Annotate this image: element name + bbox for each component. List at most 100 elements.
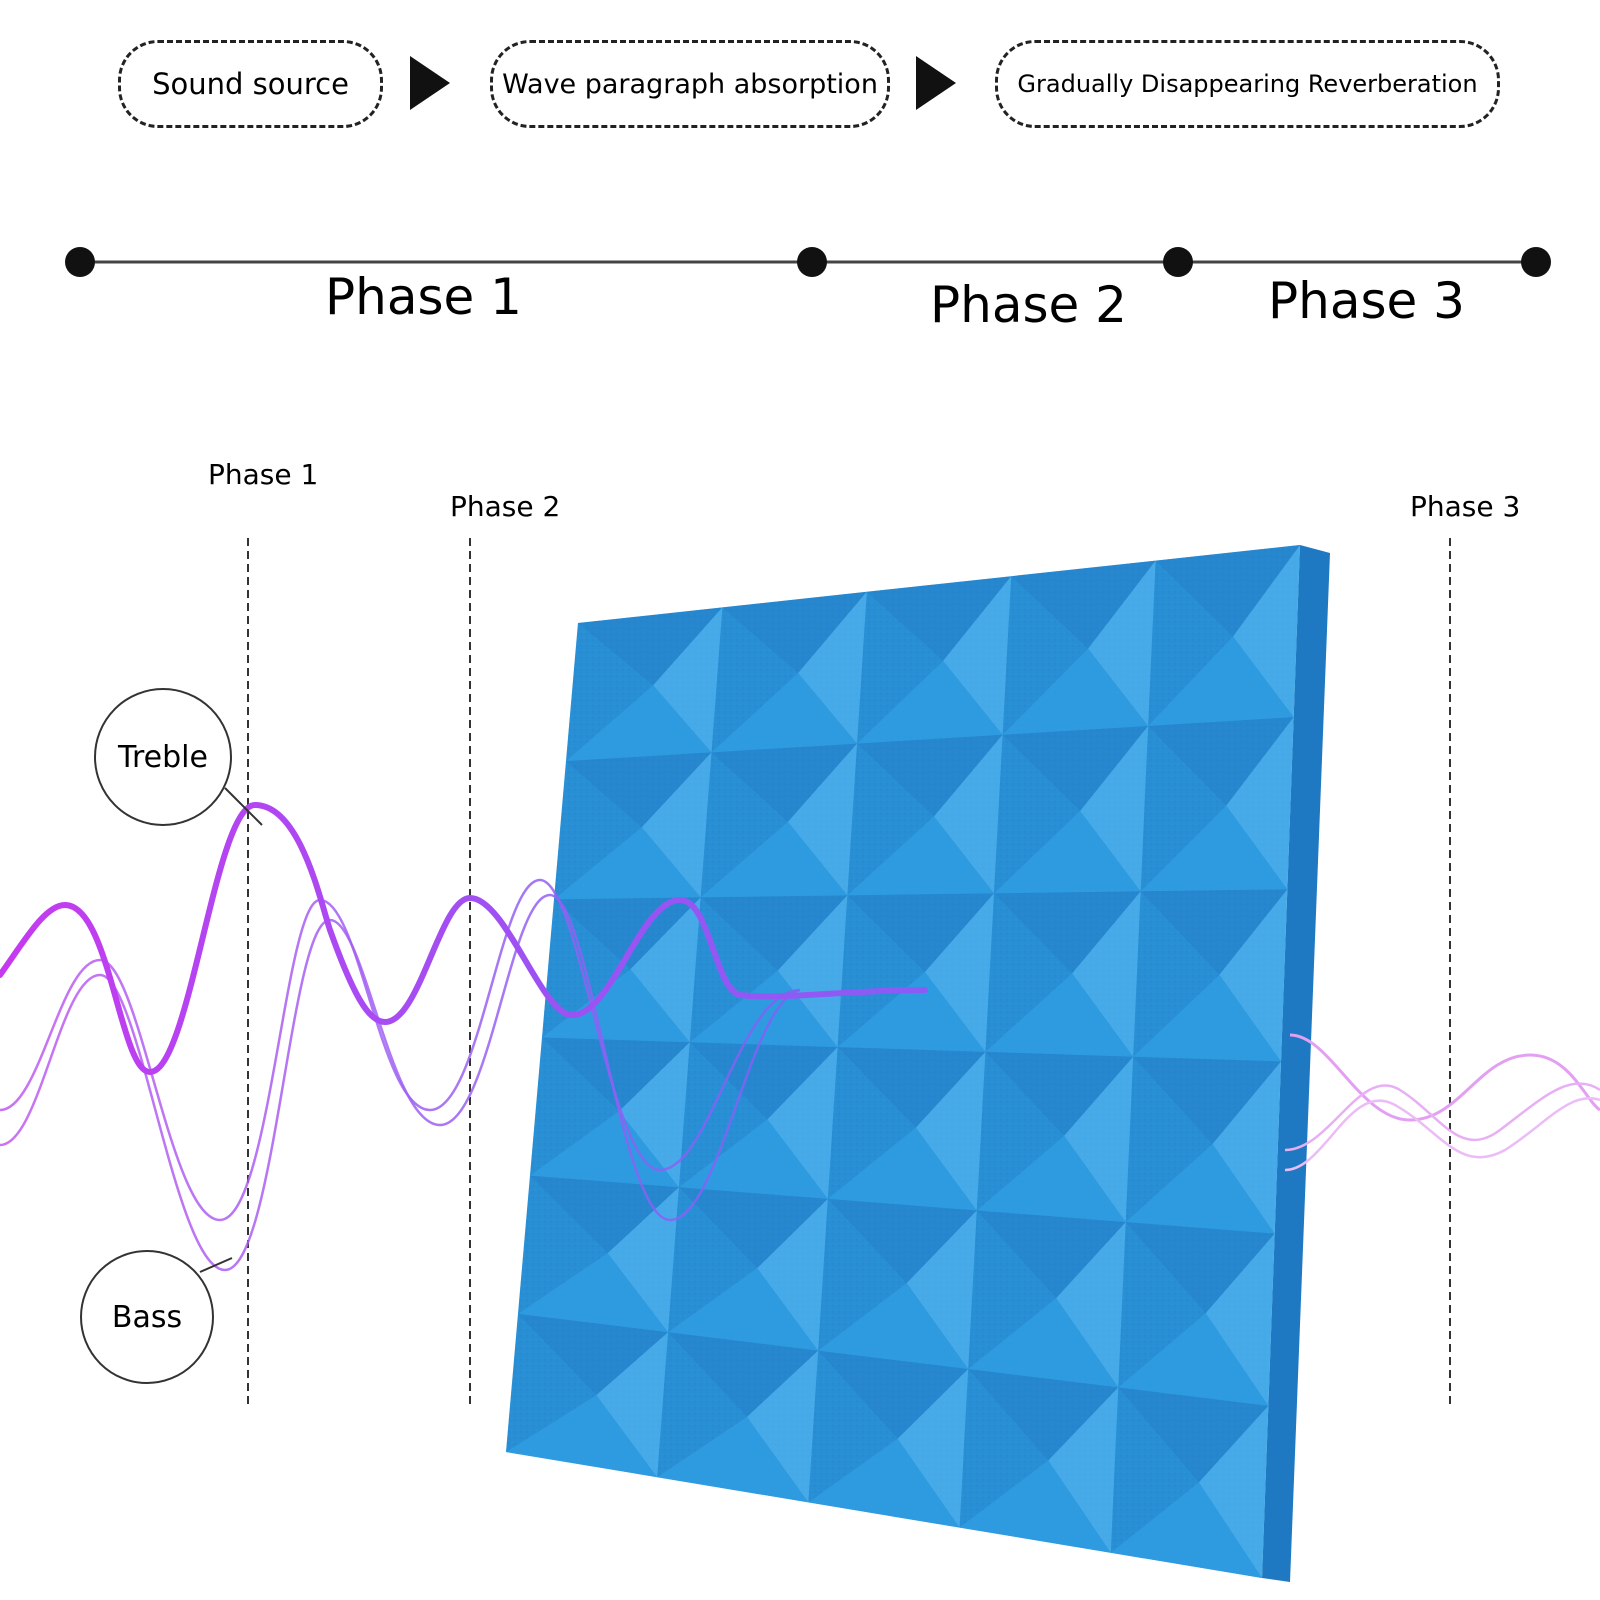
foam-pyramid-facet: [985, 1051, 1134, 1136]
foam-pyramid-facet: [818, 1350, 969, 1439]
foam-pyramid-facet: [985, 893, 1073, 1052]
flow-step-label: Sound source: [152, 67, 349, 101]
foam-pyramid-facet: [678, 1119, 828, 1199]
bass-callout: Bass: [80, 1250, 214, 1384]
foam-pyramid-facet: [1212, 1061, 1281, 1234]
foam-pyramid-facet: [1125, 1056, 1213, 1223]
foam-pyramid-facet: [857, 734, 1003, 817]
foam-pyramid-facet: [857, 660, 1003, 744]
flow-arrow-icon: [916, 56, 956, 110]
foam-pyramid-facet: [1064, 1056, 1134, 1223]
foam-pyramid-facet: [542, 969, 690, 1043]
foam-pyramid-facet: [1048, 1387, 1119, 1553]
timeline-node: [65, 247, 95, 277]
foam-pyramid-facet: [866, 576, 1012, 661]
foam-pyramid-facet: [746, 1350, 819, 1503]
foam-pyramid-facet: [607, 1187, 679, 1333]
foam-pyramid-facet: [678, 1187, 828, 1269]
marker-phase-1: Phase 1: [208, 458, 319, 491]
acoustic-foam-panel: [506, 545, 1330, 1582]
timeline-node: [1163, 247, 1193, 277]
timeline-phase-1: Phase 1: [325, 268, 522, 326]
foam-pyramid-facet: [554, 827, 701, 900]
foam-pyramid-facet: [641, 752, 712, 898]
foam-pyramid-facet: [1140, 725, 1227, 892]
foam-pyramid-facet: [959, 1369, 1049, 1528]
foam-pyramid-facet: [1205, 1233, 1275, 1406]
faded-wave-line: [1284, 1082, 1600, 1152]
foam-pyramid-facet: [518, 1175, 608, 1314]
foam-pyramid-facet: [530, 1111, 679, 1188]
foam-pyramid-facet: [1140, 805, 1288, 892]
foam-pyramid-facet: [976, 1210, 1126, 1299]
flow-step-label: Gradually Disappearing Reverberation: [1017, 70, 1478, 98]
foam-pyramid-facet: [1148, 560, 1234, 726]
foam-pyramid-facet: [787, 743, 858, 896]
flow-step-reverberation: Gradually Disappearing Reverberation: [995, 40, 1500, 128]
foam-pyramid-facet: [777, 895, 848, 1048]
foam-pyramid-facet: [827, 1047, 916, 1199]
foam-pyramid-facet: [1133, 974, 1281, 1062]
foam-pyramid-facet: [1148, 717, 1294, 806]
flow-step-label: Wave paragraph absorption: [502, 68, 878, 100]
foam-pyramid-facet: [619, 1042, 690, 1188]
bass-leader-line: [199, 1257, 233, 1273]
foam-pyramids: [506, 545, 1300, 1578]
foam-pyramid-facet: [630, 897, 701, 1043]
foam-pyramid-facet: [1110, 1482, 1262, 1578]
foam-pyramid-facet: [994, 891, 1141, 974]
foam-pyramid-facet: [711, 673, 858, 753]
foam-pyramid-facet: [554, 897, 701, 970]
foam-pyramid-facet: [596, 1332, 669, 1478]
bass-wave-line: [0, 878, 801, 1222]
flow-step-sound-source: Sound source: [118, 40, 383, 128]
foam-pyramid-facet: [994, 734, 1081, 894]
foam-pyramid-facet: [542, 899, 631, 1038]
foam-pyramid-facet: [968, 1369, 1119, 1461]
foam-pyramid-facet: [711, 607, 799, 753]
foam-pyramid-facet: [1118, 1387, 1269, 1483]
foam-pyramid-facet: [1233, 545, 1300, 718]
foam-pyramid-facet: [1002, 576, 1089, 735]
foam-pyramid-facet: [915, 1051, 986, 1211]
foam-pyramid-facet: [985, 973, 1134, 1057]
foam-pyramid-facet: [897, 1369, 969, 1528]
foam-pyramid-facet: [798, 591, 867, 744]
foam-pyramid-facet: [668, 1268, 819, 1351]
foam-pyramid-facet: [1002, 648, 1149, 735]
foam-pyramid-facet: [700, 821, 848, 898]
foam-pyramid-facet: [1148, 636, 1294, 726]
foam-pyramid-facet: [542, 1037, 690, 1112]
foam-pyramid-facet: [566, 623, 654, 762]
foam-pyramid-facet: [1118, 1222, 1206, 1388]
foam-pyramid-facet: [711, 743, 858, 822]
foam-pyramid-facet: [959, 1460, 1111, 1553]
foam-pyramid-facet: [518, 1253, 669, 1333]
foam-pyramid-facet: [994, 811, 1141, 894]
foam-pyramid-facet: [1080, 725, 1149, 892]
foam-pyramid-facet: [847, 743, 935, 896]
foam-pyramid-facet: [943, 576, 1012, 735]
foam-pyramid-facet: [976, 1135, 1126, 1223]
foam-pyramid-facet: [1110, 1387, 1199, 1553]
foam-pyramid-facet: [837, 1047, 986, 1128]
foam-pyramid-facet: [554, 761, 642, 900]
marker-phase-3: Phase 3: [1410, 490, 1521, 523]
foam-pyramid-facet: [934, 734, 1003, 894]
foam-pyramid-facet: [808, 1350, 898, 1503]
foam-pyramid-facet: [1072, 891, 1141, 1057]
foam-pyramid-facet: [1002, 725, 1149, 812]
marker-phase-2: Phase 2: [450, 490, 561, 523]
foam-pyramid-facet: [757, 1198, 828, 1351]
foam-pyramid-facet: [1056, 1222, 1126, 1388]
foam-pyramid-facet: [689, 970, 838, 1048]
foam-pyramid-facet: [657, 1416, 809, 1503]
foam-pyramid-facet: [700, 752, 788, 898]
foam-pyramid-facet: [818, 1198, 907, 1351]
foam-pyramid-facet: [530, 1037, 620, 1176]
timeline-phase-3: Phase 3: [1268, 272, 1465, 330]
foam-pyramid-facet: [1118, 1313, 1269, 1406]
foam-pyramid-facet: [668, 1187, 758, 1333]
foam-pyramid-facet: [818, 1283, 969, 1370]
